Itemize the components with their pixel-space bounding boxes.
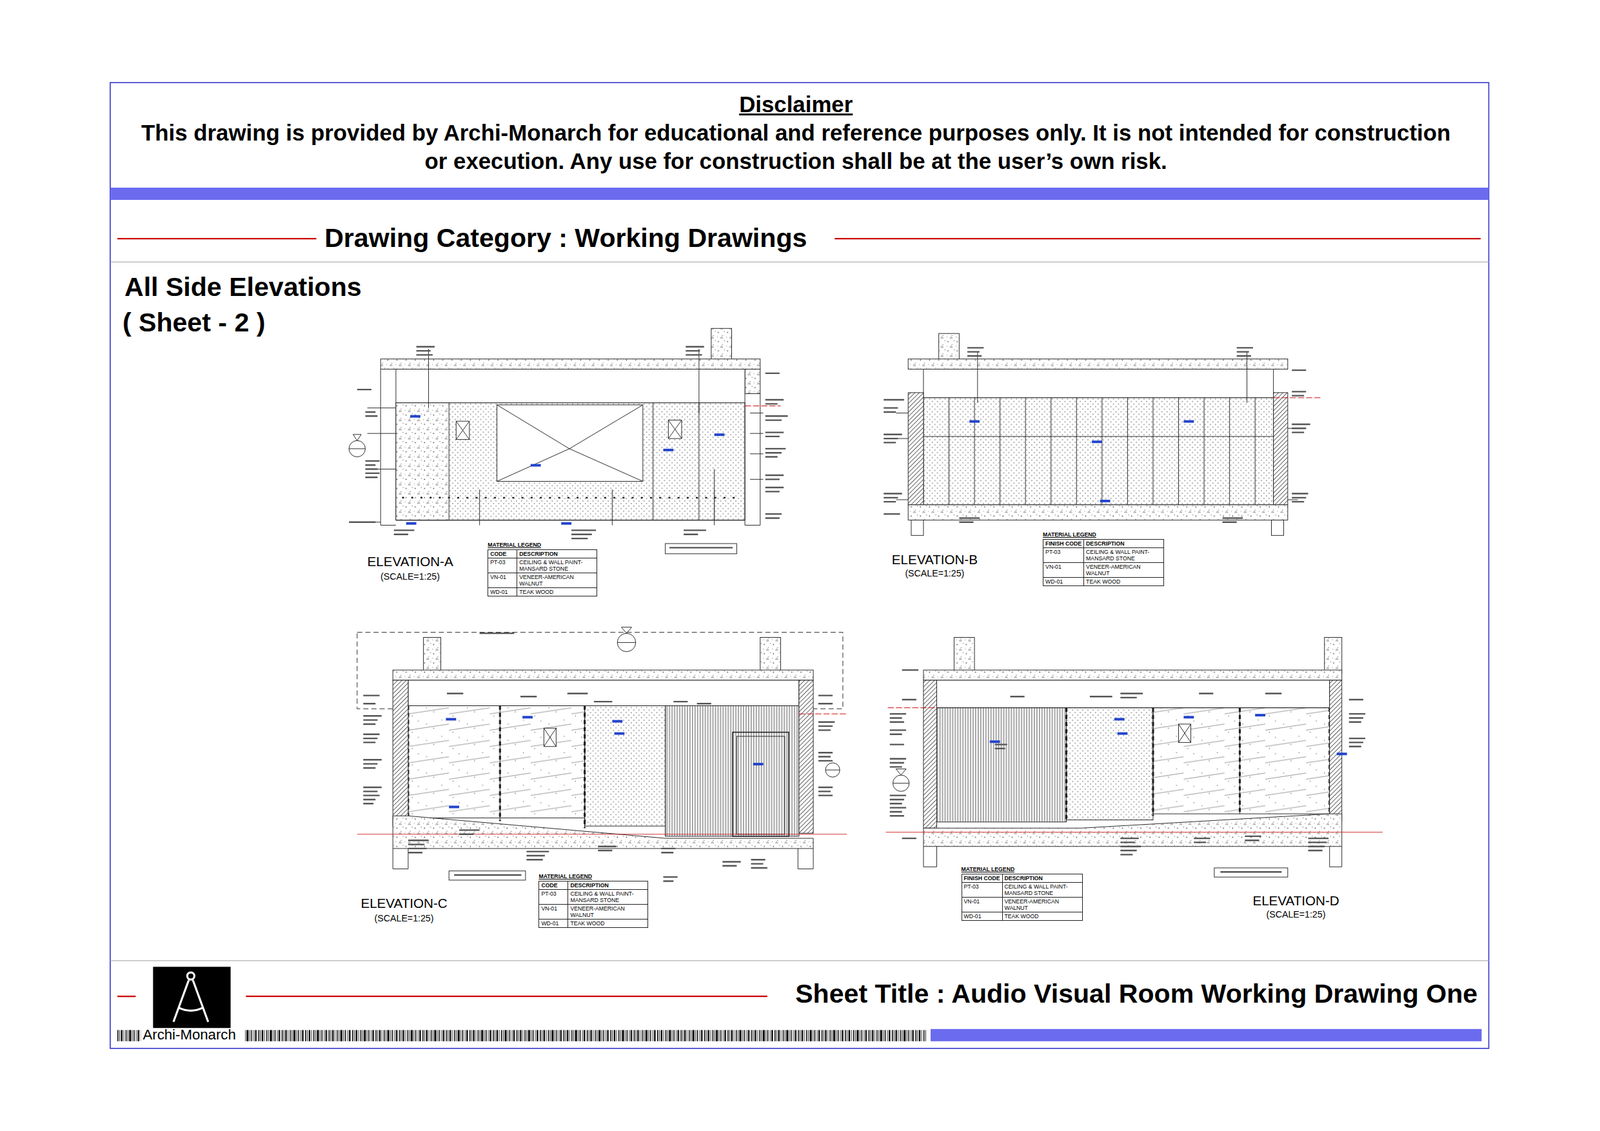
elevation-title: ELEVATION-A [367, 553, 454, 571]
legend-caption: MATERIAL LEGEND [1042, 531, 1165, 538]
table-text: WD-01 [964, 913, 982, 920]
table-text: CEILING & WALL PAINT-MANSARD STONE [519, 559, 583, 573]
table-cell: DESCRIPTION [1084, 539, 1165, 549]
table-cell: DESCRIPTION [568, 881, 649, 890]
disclaimer-text: This drawing is provided by Archi-Monarc… [138, 118, 1455, 177]
table-text: CEILING & WALL PAINT-MANSARD STONE [570, 890, 634, 904]
table-text: CODE [490, 550, 507, 558]
table-text: DESCRIPTION [519, 550, 558, 558]
table-cell: CODE [539, 881, 569, 890]
table-cell: PT-03 [539, 889, 569, 905]
table-cell: CEILING & WALL PAINT-MANSARD STONE [1002, 882, 1083, 898]
material-legend: MATERIAL LEGEND FINISH CODEDESCRIPTION PT-… [961, 866, 1083, 921]
legend-table: CODE DESCRIPTION PT-03 CEILING & WALL PAINT… [538, 880, 649, 929]
table-cell: FINISH CODE [961, 874, 1003, 883]
table-cell: VN-01 [961, 897, 1003, 913]
table-text: CODE [541, 882, 558, 889]
table-text: VENEER-AMERICAN WALNUT [519, 573, 574, 587]
table-cell: CEILING & WALL PAINT-MANSARD STONE [517, 558, 598, 574]
table-text: CEILING & WALL PAINT-MANSARD STONE [1086, 548, 1150, 562]
table-cell: VN-01 [1043, 562, 1085, 578]
table-cell: VN-01 [488, 573, 518, 589]
table-text: VENEER-AMERICAN WALNUT [570, 905, 625, 919]
table-cell: PT-03 [488, 558, 518, 574]
table-text: DESCRIPTION [1004, 875, 1043, 882]
table-cell: CEILING & WALL PAINT-MANSARD STONE [568, 889, 649, 905]
table-text: VN-01 [490, 573, 507, 581]
table-text: TEAK WOOD [570, 920, 605, 927]
scale-note: (SCALE=1:25) [1266, 909, 1326, 921]
table-cell: TEAK WOOD [1084, 577, 1165, 587]
legend-table: FINISH CODE DESCRIPTION PT-03 CEILING & WAL… [1042, 539, 1165, 587]
sheet-number: ( Sheet - 2 ) [122, 306, 266, 339]
table-cell: VENEER-AMERICAN WALNUT [1084, 562, 1165, 578]
table-text: DESCRIPTION [1086, 540, 1125, 547]
table-text: FINISH CODE [1045, 540, 1082, 547]
table-cell: CODE [488, 550, 518, 559]
legend-caption: MATERIAL LEGEND [487, 541, 598, 549]
table-cell: VENEER-AMERICAN WALNUT [568, 904, 649, 920]
table-cell: WD-01 [488, 588, 518, 597]
table-cell: PT-03 [1043, 548, 1085, 563]
table-text: DESCRIPTION [570, 882, 609, 889]
table-text: WD-01 [1045, 578, 1063, 585]
scale-note: (SCALE=1:25) [380, 571, 440, 583]
elevation-title: ELEVATION-C [360, 895, 447, 912]
table-text: VENEER-AMERICAN WALNUT [1086, 563, 1141, 577]
material-legend: MATERIAL LEGENDCODE DESCRIPTION PT-03 CEILI… [487, 541, 598, 597]
table-text: VN-01 [964, 898, 981, 905]
table-text: VN-01 [541, 905, 558, 912]
disclaimer-heading: Disclaimer [739, 90, 853, 119]
table-cell: VENEER-AMERICAN WALNUT [517, 573, 598, 589]
table-cell: VN-01 [539, 904, 569, 920]
brand-name: Archi-Monarch [143, 1026, 237, 1045]
table-text: FINISH CODE [964, 875, 1001, 882]
scale-note: (SCALE=1:25) [904, 568, 965, 580]
table-text: TEAK WOOD [519, 588, 554, 596]
elevation-title: ELEVATION-B [891, 552, 978, 569]
material-legend: MATERIAL LEGEND CODE DESCRIPTION PT-03 CEILI… [538, 873, 649, 929]
table-cell: CEILING & WALL PAINT-MANSARD STONE [1084, 548, 1165, 563]
table-text: PT-03 [490, 559, 505, 566]
table-text: VENEER-AMERICAN WALNUT [1004, 898, 1059, 912]
elevation-title: ELEVATION-D [1252, 893, 1339, 910]
table-cell: WD-01 [539, 919, 569, 929]
legend-table: FINISH CODEDESCRIPTION PT-03 CEILING & WAL… [961, 873, 1083, 921]
table-cell: WD-01 [1043, 577, 1085, 587]
table-text: CEILING & WALL PAINT-MANSARD STONE [1004, 883, 1068, 897]
drawing-category: Drawing Category : Working Drawings [324, 222, 807, 255]
sheet-heading: All Side Elevations [124, 271, 362, 304]
table-cell: DESCRIPTION [1002, 874, 1083, 883]
legend-caption: MATERIAL LEGEND [961, 866, 1083, 873]
sheet-title: Sheet Title : Audio Visual Room Working … [795, 978, 1478, 1010]
material-legend: MATERIAL LEGEND FINISH CODE DESCRIPTION PT-… [1042, 531, 1165, 587]
table-cell: TEAK WOOD [568, 919, 649, 929]
table-cell: FINISH CODE [1043, 539, 1085, 549]
table-text: PT-03 [964, 883, 979, 890]
legend-table: CODE DESCRIPTION PT-03 CEILING & WALL PAINT… [487, 549, 598, 597]
table-text: PT-03 [1045, 548, 1061, 556]
table-text: WD-01 [541, 920, 559, 927]
table-cell: DESCRIPTION [517, 550, 598, 559]
scale-note: (SCALE=1:25) [374, 913, 435, 925]
table-cell: VENEER-AMERICAN WALNUT [1002, 897, 1083, 913]
table-text: WD-01 [490, 588, 508, 596]
table-cell: PT-03 [961, 882, 1003, 898]
table-text: TEAK WOOD [1004, 913, 1039, 920]
table-text: VN-01 [1045, 563, 1062, 571]
table-cell: WD-01 [961, 912, 1003, 921]
table-cell: TEAK WOOD [517, 588, 598, 597]
table-text: PT-03 [541, 890, 556, 898]
table-cell: TEAK WOOD [1002, 912, 1083, 921]
legend-caption: MATERIAL LEGEND [538, 873, 649, 880]
table-text: TEAK WOOD [1086, 578, 1121, 585]
